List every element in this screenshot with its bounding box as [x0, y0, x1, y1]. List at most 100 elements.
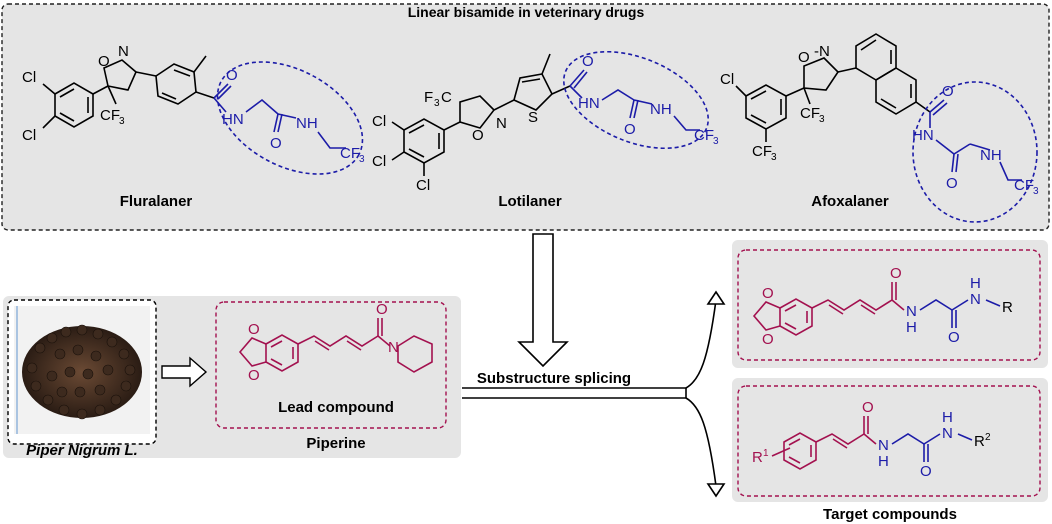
afoxalaner-label: Afoxalaner [811, 193, 889, 210]
atom-n: N [388, 339, 399, 356]
atom-c: C [441, 89, 452, 106]
target-box-2 [737, 385, 1041, 497]
atom-o: O [946, 175, 958, 192]
afoxalaner-highlight-ellipse [912, 81, 1038, 223]
lotilaner-label: Lotilaner [498, 193, 562, 210]
target-1-atoms: O O O N H O N H R [762, 265, 1013, 348]
atom-o: O [942, 83, 954, 100]
atom-n: N [906, 303, 917, 320]
atom-n: N [878, 437, 889, 454]
atom-o: O [920, 463, 932, 480]
pepper-photo [14, 306, 150, 434]
subscript-3: 3 [434, 98, 440, 109]
subscript-3: 3 [1033, 186, 1039, 197]
atom-o: O [98, 53, 110, 70]
atom-n: N [496, 115, 507, 132]
splicing-arrow [462, 299, 717, 487]
atom-o: O [248, 321, 260, 338]
atom-hn: HN [222, 111, 244, 128]
atom-hn: HN [912, 127, 934, 144]
atom-nh: NH [296, 115, 318, 132]
top-panel-title: Linear bisamide in veterinary drugs [408, 4, 645, 20]
subscript-3: 3 [119, 116, 125, 127]
atom-cf3: CF [340, 145, 360, 162]
atom-cf3: CF [800, 105, 820, 122]
atom-r2: R [974, 433, 985, 450]
superscript-2: 2 [985, 432, 991, 443]
atom-cf3: CF [1014, 177, 1034, 194]
lead-compound-box [215, 301, 447, 429]
afoxalaner-atoms: Cl CF 3 O -N CF 3 O HN O NH CF 3 [720, 43, 1039, 197]
atom-n: N [942, 425, 953, 442]
atom-cl: Cl [372, 153, 386, 170]
fluralaner-label: Fluralaner [120, 193, 193, 210]
fluralaner-atoms: Cl Cl O N CF 3 O HN O NH CF 3 [22, 43, 365, 165]
top-panel: Linear bisamide in veterinary drugs [1, 3, 1050, 231]
atom-n: N [970, 291, 981, 308]
atom-h: H [970, 275, 981, 292]
afoxalaner-structure [735, 33, 931, 142]
fluralaner-structure [42, 55, 215, 129]
target-compound-2 [771, 416, 973, 470]
atom-n: N [118, 43, 129, 60]
atom-h: H [906, 319, 917, 336]
atom-cl: Cl [416, 177, 430, 194]
peppercorn-pile [22, 326, 142, 418]
piperine-label: Piperine [306, 435, 365, 452]
target-compounds-label: Target compounds [823, 506, 957, 523]
atom-cl: Cl [720, 71, 734, 88]
atom-r1: R [752, 449, 763, 466]
atom-o: O [582, 53, 594, 70]
atom-s: S [528, 109, 538, 126]
atom-o: O [948, 329, 960, 346]
atom-cl: Cl [22, 69, 36, 86]
atom-o: O [798, 49, 810, 66]
atom-o: O [248, 367, 260, 384]
atom-cl: Cl [22, 127, 36, 144]
target-box-1 [737, 249, 1041, 361]
atom-o: O [226, 67, 238, 84]
atom-o: O [376, 301, 388, 318]
atom-o: O [270, 135, 282, 152]
atom-nh: NH [980, 147, 1002, 164]
subscript-3: 3 [771, 152, 777, 163]
superscript-1: 1 [763, 448, 769, 459]
atom-r: R [1002, 299, 1013, 316]
atom-h: H [942, 409, 953, 426]
lotilaner-bisamide [569, 69, 700, 131]
atom-o: O [762, 285, 774, 302]
piperidine-ring [397, 335, 433, 373]
atom-o: O [862, 399, 874, 416]
atom-f3c: F [424, 89, 433, 106]
lotilaner-isoxazoline [459, 95, 496, 129]
small-right-arrow [161, 356, 208, 388]
atom-cf3: CF [752, 143, 772, 160]
subscript-3: 3 [713, 136, 719, 147]
atom-cf3: CF [694, 127, 714, 144]
afoxalaner-bisamide [929, 99, 1022, 181]
subscript-3: 3 [819, 114, 825, 125]
atom-o: O [762, 331, 774, 348]
atom-nh: NH [650, 101, 672, 118]
atom-cf3: CF [100, 107, 120, 124]
down-arrow [517, 233, 569, 368]
atom-cl: Cl [372, 113, 386, 130]
atom-n: -N [814, 43, 830, 60]
upper-arrowhead [706, 290, 726, 305]
target-compound-1 [752, 282, 1001, 336]
target-2-atoms: R 1 O N H O N H R 2 [752, 399, 991, 480]
piper-nigrum-label: Piper Nigrum L. [26, 442, 138, 459]
lotilaner-structure [391, 53, 571, 176]
atom-o: O [624, 121, 636, 138]
atom-o: O [472, 127, 484, 144]
fluralaner-highlight-ellipse [216, 61, 364, 175]
atom-h: H [878, 453, 889, 470]
lead-compound-label: Lead compound [278, 399, 394, 416]
piperine-structure [238, 318, 433, 373]
top-panel-box [1, 3, 1050, 231]
subscript-3: 3 [359, 154, 365, 165]
lotilaner-thiophene [513, 73, 553, 111]
atom-hn: HN [578, 95, 600, 112]
atom-o: O [890, 265, 902, 282]
